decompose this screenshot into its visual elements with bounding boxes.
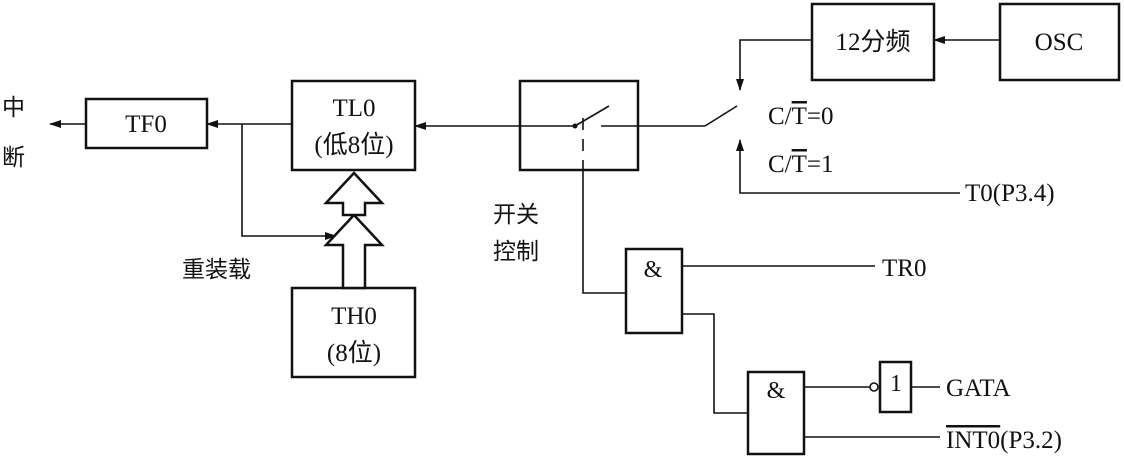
t0-pin-to-ct1-arrow: [736, 139, 960, 194]
overflow-to-reload-arrow: [241, 124, 337, 240]
switch-blade: [574, 105, 610, 127]
tl0-block: TL0 (低8位): [290, 79, 417, 172]
th0-sublabel: (8位): [327, 339, 381, 367]
and-gate-bottom: &: [746, 370, 806, 456]
and-gate-top: &: [624, 247, 684, 335]
divider-block: 12分频: [810, 2, 936, 82]
selector-switch-blade: [704, 105, 738, 127]
switch-control-label-bottom: 控制: [493, 239, 539, 265]
tl0-label: TL0: [332, 95, 375, 122]
ct1-label: C/T=1: [768, 151, 834, 178]
th0-label: TH0: [331, 303, 377, 330]
th0-to-tl0-reload-hollow-arrow: [323, 213, 385, 290]
ct0-label: C/T=0: [768, 103, 834, 130]
int0-label: INT0(P3.2): [946, 427, 1062, 454]
not-gate-symbol: 1: [890, 371, 902, 397]
and-gate-bottom-to-and-gate-top-wire: [682, 313, 748, 414]
reload-upper-hollow-arrow: [323, 171, 385, 217]
osc-block: OSC: [998, 2, 1121, 82]
and-gate-top-to-switch-wire: [582, 170, 626, 294]
tl0-sublabel: (低8位): [314, 131, 393, 159]
divider-label: 12分频: [835, 28, 910, 56]
osc-label: OSC: [1035, 29, 1084, 56]
tr0-label: TR0: [882, 255, 926, 282]
gata-label: GATA: [946, 375, 1011, 402]
t0-pin-label: T0(P3.4): [965, 180, 1055, 207]
and-gate-top-symbol: &: [644, 257, 663, 283]
switch-control-label-top: 开关: [493, 202, 539, 228]
tf0-block: TF0: [84, 97, 209, 150]
reload-label: 重装载: [182, 257, 251, 283]
th0-block: TH0 (8位): [290, 286, 417, 379]
not-gate-inversion-bubble: [869, 382, 879, 392]
not-gate: 1: [869, 360, 913, 414]
tf0-label: TF0: [125, 111, 167, 138]
interrupt-label-top: 中: [2, 95, 25, 121]
interrupt-label-bottom: 断: [2, 145, 25, 171]
switch-block: [518, 79, 705, 172]
and-gate-bottom-symbol: &: [767, 378, 786, 404]
divider-to-ct0-arrow: [736, 39, 812, 91]
